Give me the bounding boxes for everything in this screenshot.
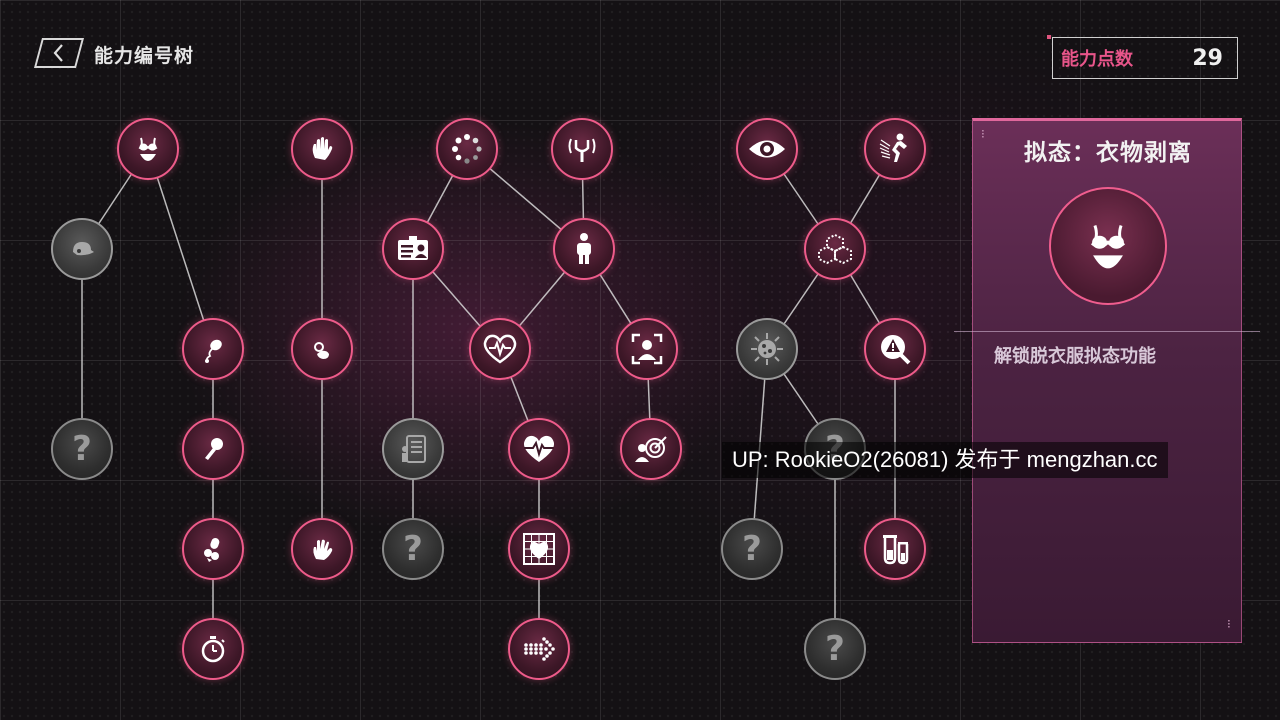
skill-node-loading[interactable] bbox=[436, 118, 498, 180]
vibrator-icon bbox=[205, 339, 222, 363]
skill-detail-description: 解锁脱衣服拟态功能 bbox=[994, 346, 1156, 367]
skill-node-target-person[interactable] bbox=[620, 418, 682, 480]
skill-node-running-person[interactable] bbox=[864, 118, 926, 180]
skill-node-heart-outline[interactable] bbox=[469, 318, 531, 380]
skill-detail-panel: 拟态：衣物剥离 ⁝ ⁝ bbox=[972, 118, 1242, 643]
panel-divider bbox=[954, 331, 1260, 332]
toy-icon bbox=[204, 538, 220, 562]
hand-icon bbox=[312, 137, 333, 160]
skill-node-arrow-dots[interactable] bbox=[508, 618, 570, 680]
question-icon: ? bbox=[742, 529, 762, 569]
skill-node-bikini[interactable] bbox=[117, 118, 179, 180]
skill-detail-icon-ring bbox=[1049, 187, 1167, 305]
microphone-icon bbox=[205, 438, 223, 460]
question-icon: ? bbox=[403, 529, 423, 569]
ability-points-display: 能力点数 29 bbox=[1047, 35, 1238, 79]
target-person-icon bbox=[635, 436, 667, 462]
chevron-left-icon bbox=[53, 44, 63, 62]
back-button[interactable] bbox=[33, 38, 85, 68]
skill-node-heart-pulse[interactable] bbox=[508, 418, 570, 480]
bikini-icon bbox=[138, 137, 158, 161]
skill-node-locked[interactable]: ? bbox=[51, 418, 113, 480]
skill-node-stopwatch[interactable] bbox=[182, 618, 244, 680]
skill-node-locked[interactable]: ? bbox=[804, 618, 866, 680]
panel-corner-dots: ⁝ bbox=[1227, 617, 1231, 631]
skill-node-molecule[interactable] bbox=[804, 218, 866, 280]
eye-icon bbox=[749, 140, 785, 158]
id-card-icon bbox=[398, 236, 428, 260]
virus-icon bbox=[751, 333, 783, 365]
heart-grid-icon bbox=[523, 533, 555, 565]
loading-icon bbox=[452, 134, 482, 164]
skill-node-waving-hand[interactable] bbox=[291, 518, 353, 580]
skill-node-virus[interactable] bbox=[736, 318, 798, 380]
skill-node-document-person[interactable] bbox=[382, 418, 444, 480]
hat-icon bbox=[73, 242, 94, 256]
arrow-dots-icon bbox=[524, 637, 555, 661]
heart-pulse-icon bbox=[523, 435, 555, 462]
signal-icon bbox=[568, 138, 596, 162]
waving-hand-icon bbox=[313, 539, 333, 560]
question-icon: ? bbox=[825, 629, 845, 669]
ability-points-value: 29 bbox=[1192, 45, 1223, 71]
skill-node-locked[interactable]: ? bbox=[382, 518, 444, 580]
skill-node-test-tube[interactable] bbox=[864, 518, 926, 580]
skill-node-person[interactable] bbox=[553, 218, 615, 280]
skill-node-vibrator[interactable] bbox=[182, 318, 244, 380]
skill-node-eye[interactable] bbox=[736, 118, 798, 180]
page-title: 能力编号树 bbox=[94, 45, 195, 67]
ok-hand-icon bbox=[314, 342, 329, 359]
skill-node-face-scan[interactable] bbox=[616, 318, 678, 380]
molecule-icon bbox=[818, 233, 852, 265]
document-person-icon bbox=[402, 435, 426, 463]
bikini-icon bbox=[1090, 224, 1126, 269]
ability-points-label: 能力点数 bbox=[1061, 49, 1133, 70]
question-icon: ? bbox=[72, 429, 92, 469]
skill-node-signal[interactable] bbox=[551, 118, 613, 180]
skill-node-hat[interactable] bbox=[51, 218, 113, 280]
skill-detail-title: 拟态：衣物剥离 bbox=[1024, 140, 1192, 166]
panel-corner-dots: ⁝ bbox=[981, 127, 985, 141]
skill-node-warning-search[interactable] bbox=[864, 318, 926, 380]
skill-node-id-card[interactable] bbox=[382, 218, 444, 280]
person-icon bbox=[577, 233, 591, 264]
stopwatch-icon bbox=[201, 636, 225, 663]
skill-node-ok-hand[interactable] bbox=[291, 318, 353, 380]
skill-node-locked[interactable]: ? bbox=[721, 518, 783, 580]
skill-node-hand[interactable] bbox=[291, 118, 353, 180]
watermark-text: UP: RookieO2(26081) 发布于 mengzhan.cc bbox=[722, 442, 1168, 478]
test-tube-icon bbox=[883, 535, 909, 565]
face-scan-icon bbox=[631, 333, 663, 365]
skill-node-heart-grid[interactable] bbox=[508, 518, 570, 580]
heart-outline-icon bbox=[483, 334, 517, 364]
running-person-icon bbox=[879, 133, 907, 162]
skill-node-microphone[interactable] bbox=[182, 418, 244, 480]
warning-search-icon bbox=[881, 335, 911, 365]
skill-node-toy[interactable] bbox=[182, 518, 244, 580]
